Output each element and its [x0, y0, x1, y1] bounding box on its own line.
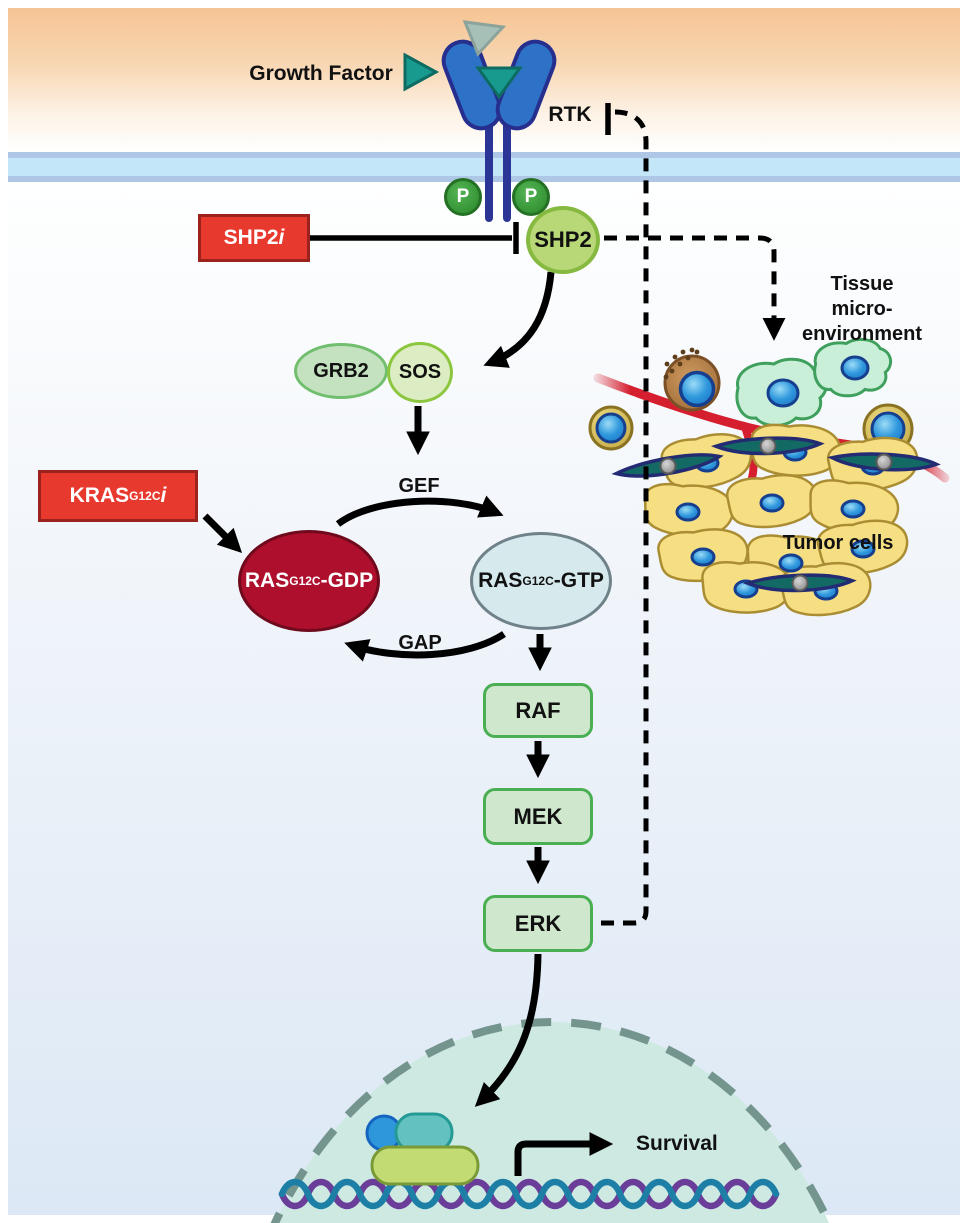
sos-node: SOS: [387, 342, 453, 403]
ras-gtp-superscript: G12C: [522, 574, 554, 588]
shp2-to-sos-arrow: [483, 271, 555, 368]
fibroblast-nucleus: [875, 453, 893, 471]
lymphocyte-cell: [588, 405, 634, 451]
erk-to-rtk-feedback-dashed: [601, 109, 649, 926]
macrophage-nucleus: [678, 370, 716, 408]
krasi-superscript: G12C: [129, 489, 161, 503]
phospho-badge-left: P: [444, 178, 482, 216]
ras-gdp-suffix: -GDP: [320, 569, 374, 592]
fibroblast-nucleus: [659, 457, 677, 475]
signal-arrows: [202, 103, 611, 1107]
transcription-arrow: [514, 1132, 614, 1176]
macrophage-granules: [663, 347, 700, 380]
krasi-italic-i: i: [160, 484, 167, 507]
shp2i-italic-i: i: [278, 226, 285, 249]
gap-label: GAP: [398, 632, 442, 654]
grb2-label: GRB2: [313, 359, 369, 382]
ligand-triangle-bound: [475, 66, 523, 100]
shp2i-label: SHP2: [223, 226, 279, 249]
dna-helix: [278, 1178, 780, 1210]
ras-gdp-superscript: G12C: [289, 574, 321, 588]
ras-gdp-label: RAS: [244, 569, 290, 592]
rtk-receptor: [441, 39, 557, 222]
erk-label: ERK: [514, 910, 562, 936]
gef-label: GEF: [398, 475, 440, 497]
krasi-label: KRAS: [69, 484, 130, 507]
shp2-node: SHP2: [526, 206, 600, 274]
mek-label: MEK: [513, 803, 563, 829]
tme-line1: Tissue: [830, 273, 894, 295]
raf-label: RAF: [515, 697, 561, 723]
immune-cell-nucleus: [766, 378, 800, 408]
fibroblast-cells: [613, 432, 939, 596]
grb2-node: GRB2: [294, 343, 388, 399]
phospho-badge-right: P: [512, 178, 550, 216]
erk-to-nucleus-arrow: [474, 953, 542, 1107]
growth-factor-label: Growth Factor: [249, 62, 393, 85]
tf-green-subunit: [370, 1145, 480, 1186]
survival-label: Survival: [636, 1132, 718, 1155]
phospho-label: P: [524, 186, 538, 207]
tf-teal-subunit: [394, 1112, 454, 1153]
immune-cell-nucleus: [840, 355, 870, 381]
krasi-to-rasgdp-arrow: [202, 513, 243, 554]
shp2-to-tme-dashed-arrow: [604, 235, 786, 341]
fibroblast-nucleus: [759, 437, 777, 455]
phospho-label: P: [456, 186, 470, 207]
sos-label: SOS: [398, 361, 442, 383]
ras-gtp-label: RAS: [478, 569, 523, 592]
tme-line2: micro-: [831, 298, 893, 320]
gap-cycle-arrow: [344, 631, 506, 662]
plasma-membrane: [8, 152, 960, 182]
ligand-triangle: [403, 52, 440, 92]
gef-cycle-arrow: [335, 495, 504, 527]
tumor-cells-label: Tumor cells: [782, 532, 894, 554]
dashed-relations: [601, 109, 786, 926]
raf-node: RAF: [483, 683, 593, 738]
ligand-triangle-faded: [462, 20, 507, 57]
fibroblast-nucleus: [791, 574, 809, 592]
ras-gtp-suffix: -GTP: [553, 569, 604, 592]
rtk-label: RTK: [548, 103, 592, 126]
tme-line3: environment: [801, 323, 923, 345]
transcription-factor-complex: [365, 1112, 480, 1186]
macrophage-cell: [663, 347, 721, 412]
tissue-microenvironment-illustration: [588, 337, 950, 619]
erk-node: ERK: [483, 895, 593, 952]
mek-node: MEK: [483, 788, 593, 845]
growth-factor-ligands: [403, 20, 523, 100]
lymphocyte-nucleus: [595, 412, 627, 444]
shp2-label: SHP2: [534, 227, 592, 252]
dna-strand-teal: [278, 1178, 780, 1210]
tissue-microenvironment-label: Tissue micro- environment: [782, 272, 942, 347]
